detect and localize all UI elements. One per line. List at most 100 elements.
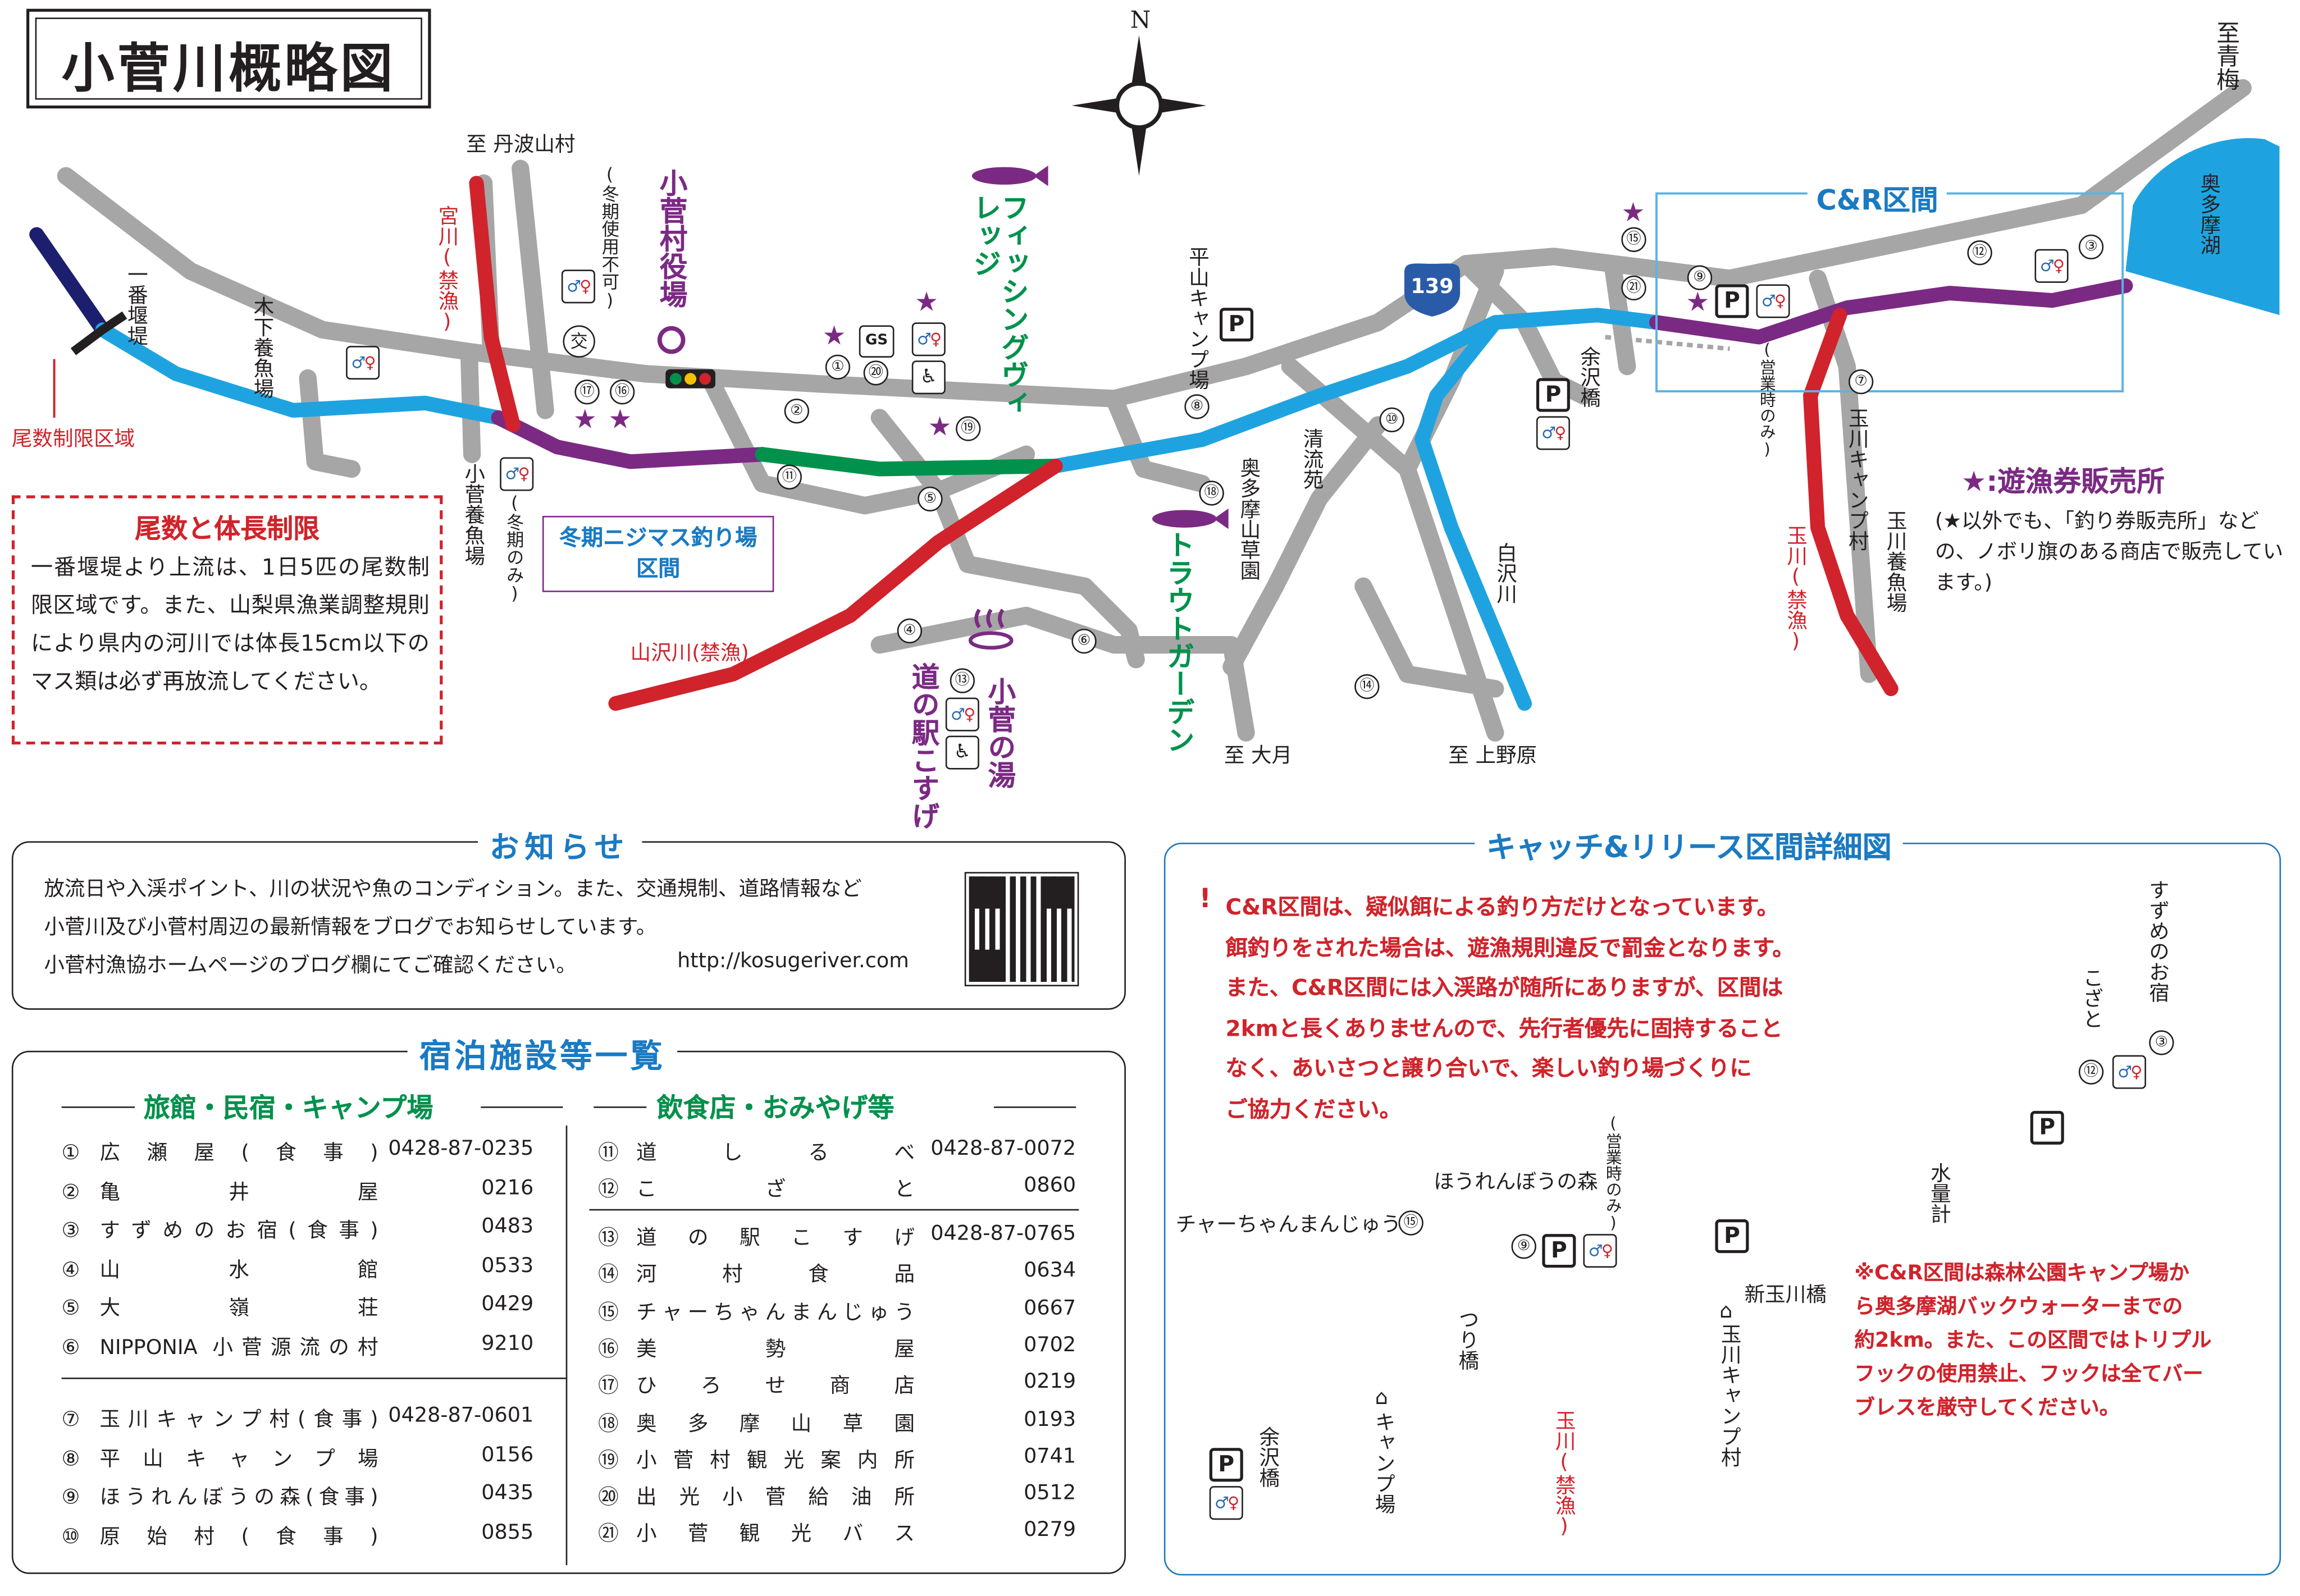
note-line: 約2km。また、この区間ではトリプル [1854,1329,2212,1353]
item-name: 道の駅こすげ [636,1227,915,1250]
parking-icon: P [2030,1110,2064,1145]
detail-route-139-label: 139 [1853,1080,1897,1104]
ticket-star-icon: ★ [1686,287,1710,318]
note-line: フックの使用禁止、フックは全てバー [1854,1362,2203,1387]
village-office-icon [657,326,686,354]
item-name: 道しるべ [636,1141,915,1165]
item-number: ⑨ [61,1486,80,1510]
item-phone: 0483 [481,1215,534,1239]
place-marker-6: ⑥ [1071,628,1097,654]
restroom-icon: ♂♀ [346,346,380,380]
item-number: ④ [61,1258,80,1282]
notice-url[interactable]: http://kosugeriver.com [677,949,909,973]
place-marker-7: ⑦ [1848,369,1874,395]
place-marker-19: ⑲ [956,416,981,441]
kinoshita-farm-label: 木下養魚場 [250,296,275,399]
item-name: チャーちゃんまんじゅう [636,1301,915,1324]
place-marker-10: ⑩ [1379,407,1404,433]
restroom-icon: ♂♀ [1583,1234,1617,1268]
winter-trout-section [755,447,1063,477]
village-office-label: 小菅村役場 [655,168,688,308]
warning-line: なく、あいさつと譲り合いで、楽しい釣り場づくりに [1225,1055,1752,1082]
item-phone: 0428-87-0765 [930,1222,1076,1246]
item-name: 河村食品 [636,1264,915,1287]
ticket-star-icon: ★ [608,404,632,436]
dest-otsuki: 至 大月 [1224,744,1293,768]
place-marker-18: ⑱ [1199,481,1224,506]
item-phone: 0279 [1024,1519,1076,1543]
place-marker-5: ⑤ [918,486,943,512]
route-139-label: 139 [1411,275,1454,299]
item-number: ⑱ [598,1412,619,1436]
gs-icon: GS [859,325,895,358]
miyagawa-label: 宮川(禁漁) [435,205,459,335]
item-phone: 0634 [1024,1259,1076,1283]
item-number: ⑰ [598,1375,619,1399]
limits-body: 一番堰堤より上流は、1日5匹の尾数制限区域です。また、山梨県漁業調整規則により県… [30,554,430,695]
place-marker-2: ② [784,399,810,424]
winter-only2-label: (冬期のみ) [504,492,525,604]
detail-marker-9: ⑨ [1511,1234,1536,1259]
parking-icon: P [1715,284,1749,318]
item-number: ⑥ [61,1336,80,1360]
limit-zone-label: 尾数制限区域 [11,428,135,452]
place-marker-17: ⑰ [574,379,600,405]
item-phone: 0512 [1024,1481,1076,1506]
restroom-icon: ♂♀ [2112,1055,2146,1089]
item-phone: 0428-87-0072 [930,1137,1076,1161]
parking-icon: P [1209,1448,1243,1482]
warning-icon: ! [1199,884,1211,915]
ticket-star-icon: ★ [915,287,939,318]
item-number: ⑦ [61,1408,80,1432]
notice-line-3: 小菅村漁協ホームページのブログ欄にてご確認ください。 [44,954,577,978]
michinoeki-label: 道の駅こすげ [907,662,940,830]
detail-suiryokei-label: 水量計 [1927,1162,1951,1224]
warning-line: C&R区間は、疑似餌による釣り方だけとなっています。 [1225,894,1779,921]
qr-code-icon[interactable] [964,872,1079,986]
item-number: ① [61,1141,80,1165]
restroom-icon: ♂♀ [1536,416,1570,450]
item-name: 平山キャンプ場 [99,1447,378,1471]
kosuge-farm-label: 小菅養魚場 [462,463,486,566]
place-marker-13: ⑬ [950,668,975,693]
ticket-legend-title: ★:遊漁券販売所 [1961,466,2165,499]
business-hours-label: (営業時のみ) [1758,340,1777,459]
left-heading: 旅館・民宿・キャンプ場 [143,1093,433,1124]
fishing-village-label: フィッシングヴィレッジ [969,193,1029,417]
miyagawa-river [469,176,521,433]
item-number: ⑳ [598,1486,619,1510]
wheelchair-icon: ♿ [911,360,946,395]
item-phone: 0741 [1024,1444,1076,1469]
yamasawa-label: 山沢川(禁漁) [630,642,749,666]
item-phone: 0193 [1024,1407,1076,1432]
compass-label: N [1130,6,1151,34]
limits-box: 尾数と体長制限 一番堰堤より上流は、1日5匹の尾数制限区域です。また、山梨県漁業… [11,495,443,745]
place-marker-14: ⑭ [1354,674,1380,699]
detail-kozato-label: こざと [2080,967,2104,1029]
item-phone: 0428-87-0601 [388,1403,534,1428]
restroom-icon: ♂♀ [1756,284,1790,318]
river-fishing [491,410,770,469]
item-phone: 0702 [1024,1333,1076,1357]
item-number: ⑤ [61,1297,80,1321]
detail-tsuribashi-label: つり橋 [1455,1309,1480,1370]
fish-icon [971,165,1229,529]
item-phone: 0219 [1024,1370,1076,1394]
item-name: ほうれんぼうの森(食事) [99,1486,378,1510]
detail-yozawa-label: 余沢橋 [1256,1426,1280,1488]
place-marker-20: ⑳ [863,360,889,386]
seiryuen-label: 清流苑 [1300,428,1324,490]
parking-icon: P [1536,378,1570,412]
koban-icon: 交 [563,325,595,358]
